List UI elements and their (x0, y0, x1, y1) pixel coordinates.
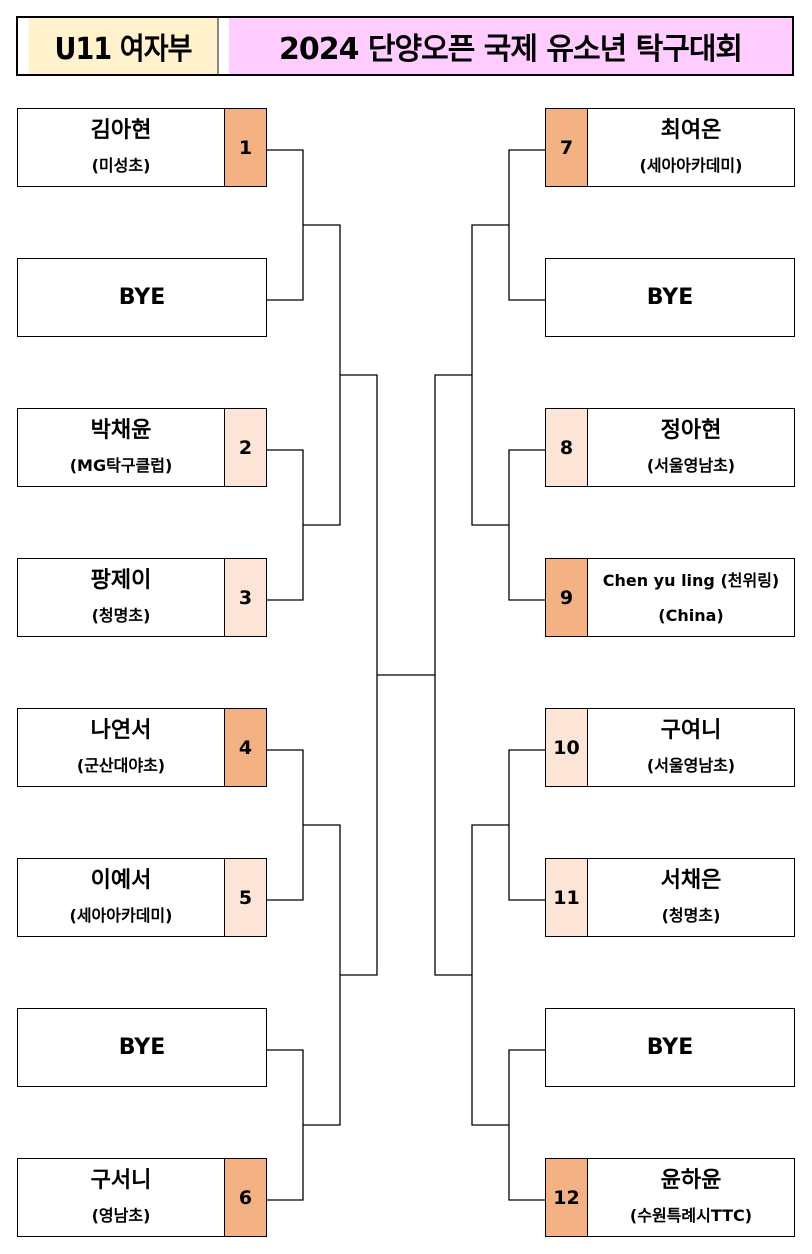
player-entry-left-5: 나연서 (군산대야초) 4 (17, 708, 267, 787)
player-info: 최여온 (세아아카데미) (588, 109, 794, 186)
player-info: Chen yu ling (천위링) (China) (588, 559, 794, 636)
player-name: 팡제이 (90, 567, 152, 593)
semifinal-connector-left (340, 374, 378, 976)
player-entry-left-8: 구서니 (영남초) 6 (17, 1158, 267, 1237)
round2-connector-left (303, 824, 341, 1126)
player-club: (영남초) (91, 1205, 151, 1225)
player-name: 김아현 (90, 117, 152, 143)
player-club: (서울영남초) (646, 755, 736, 775)
round2-connector-right (471, 224, 509, 526)
player-info: 구서니 (영남초) (18, 1159, 224, 1236)
round1-connector-left (267, 749, 304, 901)
player-info: 팡제이 (청명초) (18, 559, 224, 636)
player-club: (미성초) (91, 155, 151, 175)
player-entry-left-6: 이예서 (세아아카데미) 5 (17, 858, 267, 937)
player-entry-left-3: 박채윤 (MG탁구클럽) 2 (17, 408, 267, 487)
round2-connector-left (303, 224, 341, 526)
player-info: BYE (546, 259, 794, 336)
seed-number: 2 (224, 409, 266, 486)
player-club: (수원특례시TTC) (629, 1205, 753, 1225)
player-entry-right-3: 정아현 (서울영남초) 8 (545, 408, 795, 487)
tournament-title: 2024 단양오픈 국제 유소년 탁구대회 (229, 18, 792, 74)
bye-label: BYE (646, 1035, 694, 1060)
player-name: 박채윤 (90, 417, 152, 443)
player-name: 정아현 (660, 417, 722, 443)
bye-slot-right-7: BYE (545, 1008, 795, 1087)
player-entry-right-8: 윤하윤 (수원특례시TTC) 12 (545, 1158, 795, 1237)
player-info: 박채윤 (MG탁구클럽) (18, 409, 224, 486)
player-entry-right-5: 구여니 (서울영남초) 10 (545, 708, 795, 787)
seed-number: 6 (224, 1159, 266, 1236)
player-name: 최여온 (660, 117, 722, 143)
seed-number: 10 (546, 709, 588, 786)
player-info: 김아현 (미성초) (18, 109, 224, 186)
player-info: 이예서 (세아아카데미) (18, 859, 224, 936)
division-label: U11 여자부 (28, 18, 219, 74)
player-club: (청명초) (91, 605, 151, 625)
semifinal-connector-right (434, 374, 472, 976)
player-club: (MG탁구클럽) (69, 455, 173, 475)
bye-label: BYE (118, 285, 166, 310)
player-name: 서채은 (660, 867, 722, 893)
player-name: 구여니 (660, 717, 722, 743)
seed-number: 11 (546, 859, 588, 936)
round1-connector-left (267, 149, 304, 301)
player-club: (세아아카데미) (639, 155, 743, 175)
player-info: 나연서 (군산대야초) (18, 709, 224, 786)
player-info: BYE (18, 1009, 266, 1086)
seed-number: 12 (546, 1159, 588, 1236)
player-entry-left-4: 팡제이 (청명초) 3 (17, 558, 267, 637)
round1-connector-right (508, 749, 545, 901)
player-entry-right-6: 서채은 (청명초) 11 (545, 858, 795, 937)
bye-label: BYE (646, 285, 694, 310)
player-club: (세아아카데미) (69, 905, 173, 925)
bye-label: BYE (118, 1035, 166, 1060)
player-club: (군산대야초) (76, 755, 166, 775)
seed-number: 5 (224, 859, 266, 936)
seed-number: 7 (546, 109, 588, 186)
player-name: 구서니 (90, 1167, 152, 1193)
round1-connector-right (508, 1049, 545, 1201)
player-entry-right-4: Chen yu ling (천위링) (China) 9 (545, 558, 795, 637)
player-name: 윤하윤 (660, 1167, 722, 1193)
seed-number: 8 (546, 409, 588, 486)
player-club: (China) (658, 605, 724, 625)
round1-connector-left (267, 1049, 304, 1201)
seed-number: 3 (224, 559, 266, 636)
player-entry-right-1: 최여온 (세아아카데미) 7 (545, 108, 795, 187)
player-info: 윤하윤 (수원특례시TTC) (588, 1159, 794, 1236)
player-entry-left-1: 김아현 (미성초) 1 (17, 108, 267, 187)
seed-number: 4 (224, 709, 266, 786)
player-name: Chen yu ling (천위링) (602, 570, 780, 590)
bye-slot-left-7: BYE (17, 1008, 267, 1087)
seed-number: 9 (546, 559, 588, 636)
player-info: 정아현 (서울영남초) (588, 409, 794, 486)
player-name: 이예서 (90, 867, 152, 893)
bye-slot-left-2: BYE (17, 258, 267, 337)
round1-connector-left (267, 449, 304, 601)
player-info: 구여니 (서울영남초) (588, 709, 794, 786)
player-club: (서울영남초) (646, 455, 736, 475)
player-name: 나연서 (90, 717, 152, 743)
player-info: 서채은 (청명초) (588, 859, 794, 936)
player-info: BYE (546, 1009, 794, 1086)
round2-connector-right (471, 824, 509, 1126)
bye-slot-right-2: BYE (545, 258, 795, 337)
round1-connector-right (508, 449, 545, 601)
player-info: BYE (18, 259, 266, 336)
seed-number: 1 (224, 109, 266, 186)
bracket-header: U11 여자부 2024 단양오픈 국제 유소년 탁구대회 (16, 16, 794, 76)
round1-connector-right (508, 149, 545, 301)
player-club: (청명초) (661, 905, 721, 925)
